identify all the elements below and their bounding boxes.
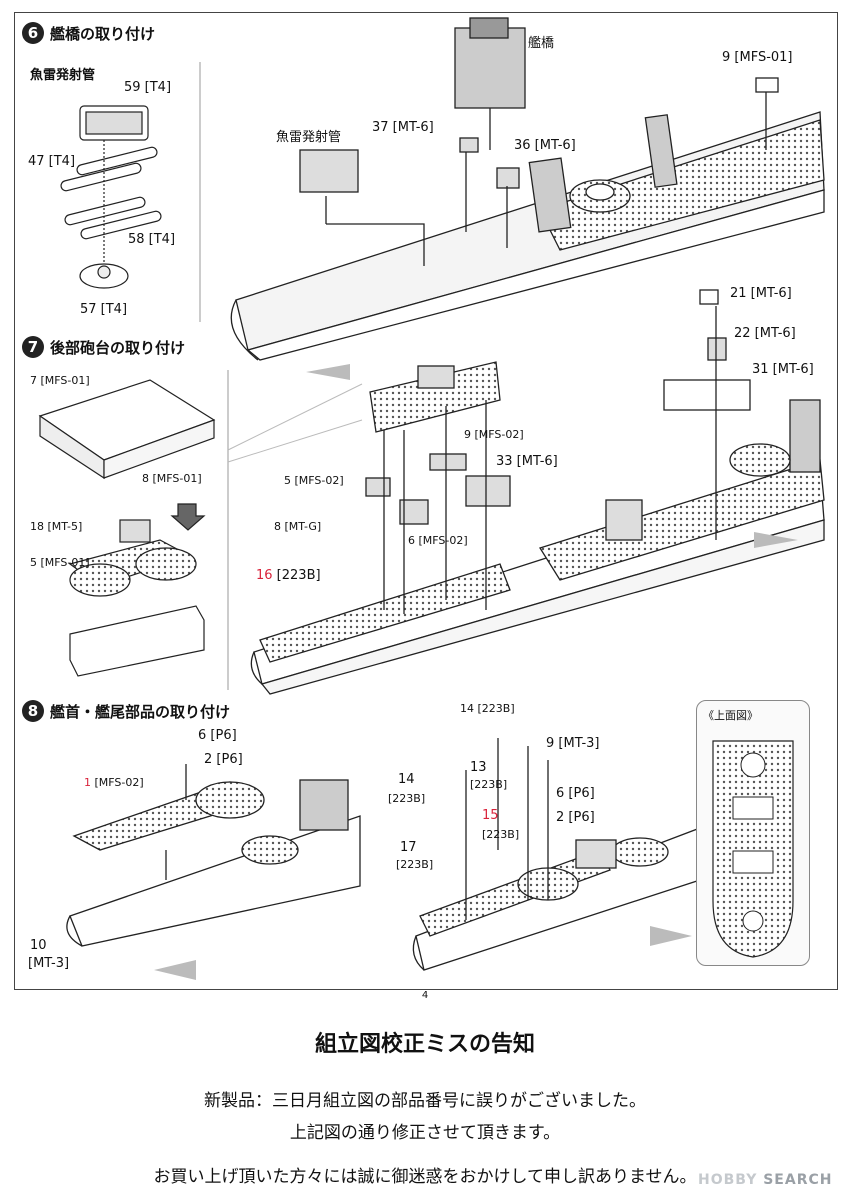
part-6-p6-label: 6 [P6] (198, 728, 237, 743)
part-21-label: 21 [MT-6] (730, 286, 792, 301)
part-36-label: 36 [MT-6] (514, 138, 576, 153)
watermark-search: SEARCH (763, 1172, 833, 1188)
page-number: 4 (421, 990, 429, 1001)
ship-hull-stern (412, 738, 701, 971)
part-16-number: 16 (256, 568, 273, 583)
part-17-code: [223B] (396, 858, 434, 871)
watermark: HOBBY SEARCH (698, 1172, 832, 1188)
step-title: 艦橋の取り付け (50, 24, 156, 43)
assembly-illustration (38, 17, 825, 980)
ship-hull-bow (66, 764, 361, 947)
step-title: 艦首・艦尾部品の取り付け (50, 702, 231, 721)
part-6-mfs02-label: 6 [MFS-02] (408, 534, 468, 547)
notice-line-2: 上記図の通り修正させて頂きます。 (289, 1123, 561, 1143)
instruction-sheet (14, 12, 838, 990)
part-9-mfs01-label: 9 [MFS-01] (722, 50, 793, 65)
part-1-number: 1 (84, 776, 91, 789)
part-47-label: 47 [T4] (28, 154, 76, 169)
ship-hull-step7 (250, 289, 825, 695)
step-number: 7 (22, 336, 44, 358)
watermark-hobby: HOBBY (698, 1172, 758, 1188)
part-15-code: [223B] (482, 828, 520, 841)
part-58-label: 58 [T4] (128, 232, 176, 247)
step-8-header: 8 艦首・艦尾部品の取り付け (22, 700, 230, 722)
part-18-label: 18 [MT-5] (30, 520, 83, 533)
top-view-label: 《上面図》 (703, 709, 758, 722)
torpedo-tube-main-label: 魚雷発射管 (276, 130, 342, 145)
top-view-ship-icon (712, 740, 794, 958)
part-13-code: [223B] (470, 778, 508, 791)
part-14b-label: 14 (398, 772, 415, 787)
part-16-code: [223B] (272, 568, 321, 583)
part-13-label: 13 (470, 760, 487, 775)
part-6-p6b-label: 6 [P6] (556, 786, 595, 801)
part-16-label: 16 [223B] (256, 568, 321, 583)
part-5-mfs01-label: 5 [MFS-01] (30, 556, 90, 569)
step-number: 8 (22, 700, 44, 722)
part-59-label: 59 [T4] (124, 80, 172, 95)
part-10-code: [MT-3] (28, 956, 70, 971)
part-9-mfs02-label: 9 [MFS-02] (464, 428, 524, 441)
part-1-label: 1 [MFS-02] (84, 776, 144, 789)
part-33-label: 33 [MT-6] (496, 454, 558, 469)
bridge-label: 艦橋 (528, 36, 555, 51)
torpedo-tube-parts (60, 105, 162, 289)
notice-line-3: お買い上げ頂いた方々には誠に御迷惑をおかけして申し訳ありません。 (153, 1167, 697, 1187)
part-1-code: [MFS-02] (91, 776, 144, 789)
step-6-header: 6 艦橋の取り付け (22, 22, 155, 44)
top-view-inset: 《上面図》 (696, 700, 810, 966)
part-14b-code: [223B] (388, 792, 426, 805)
part-10-label: 10 (30, 938, 47, 953)
part-37-label: 37 [MT-6] (372, 120, 434, 135)
notice-title: 組立図校正ミスの告知 (314, 1032, 535, 1057)
part-8-mfs01-label: 8 [MFS-01] (142, 472, 202, 485)
part-15-label: 15 (482, 808, 499, 823)
part-5-mfs02-label: 5 [MFS-02] (284, 474, 344, 487)
part-57-label: 57 [T4] (80, 302, 128, 317)
part-14a-label: 14 [223B] (460, 702, 515, 715)
part-7-mfs01-label: 7 [MFS-01] (30, 374, 90, 387)
part-17-label: 17 (400, 840, 417, 855)
torpedo-tube-label: 魚雷発射管 (30, 68, 96, 83)
notice-line-1: 新製品：三日月組立図の部品番号に誤りがございました。 (204, 1091, 646, 1111)
ship-hull-step6 (230, 17, 825, 361)
part-22-label: 22 [MT-6] (734, 326, 796, 341)
part-2-p6-label: 2 [P6] (204, 752, 243, 767)
part-8-mtg-label: 8 [MT-G] (274, 520, 322, 533)
part-31-label: 31 [MT-6] (752, 362, 814, 377)
part-9-mt3-label: 9 [MT-3] (546, 736, 600, 751)
step-title: 後部砲台の取り付け (50, 338, 186, 357)
rear-turret-subassembly (38, 379, 216, 677)
step-7-header: 7 後部砲台の取り付け (22, 336, 185, 358)
part-2-p6b-label: 2 [P6] (556, 810, 595, 825)
step-number: 6 (22, 22, 44, 44)
